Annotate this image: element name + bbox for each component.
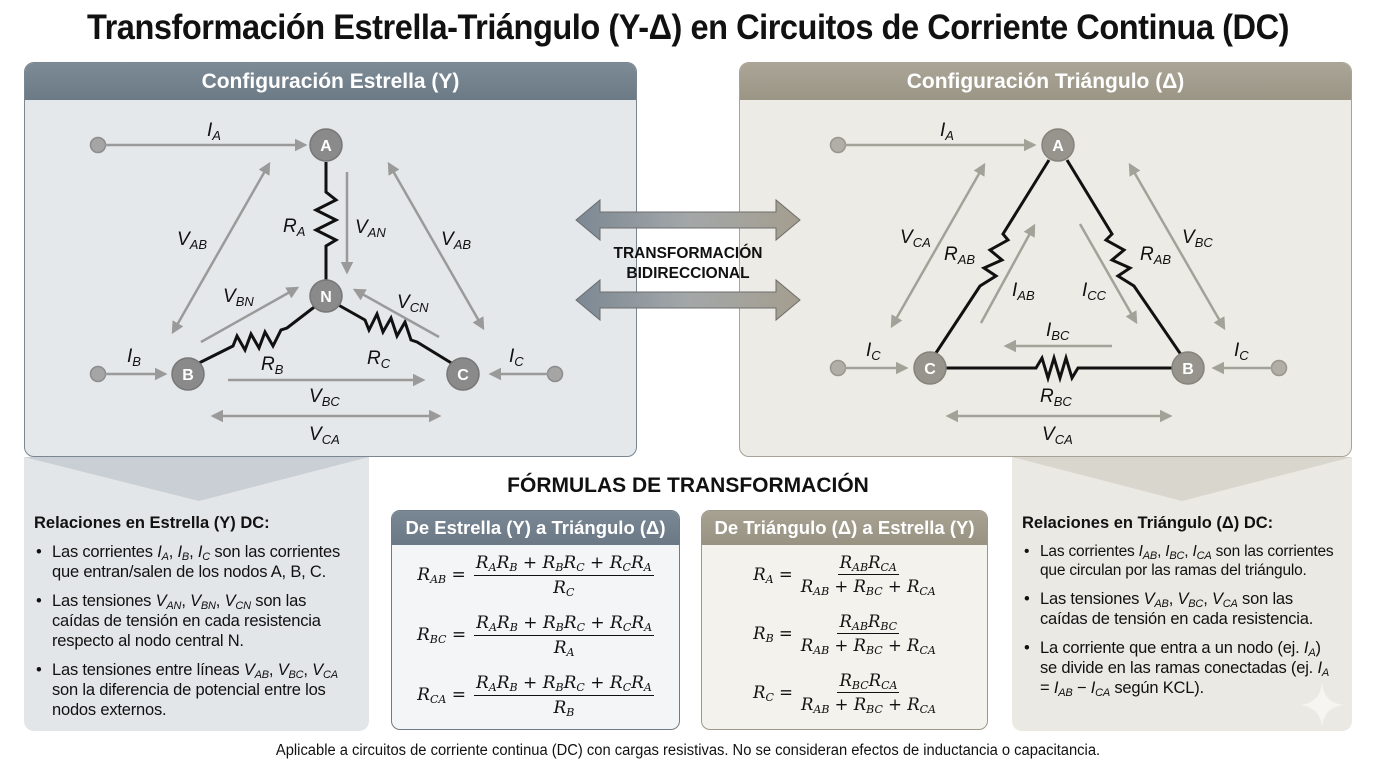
svg-text:A: A	[320, 138, 332, 155]
delta-circuit-diagram: IA RAB RAB RBC VCA VBC IAB ICC IBC IC IC	[829, 120, 1288, 447]
label-iab: IAB	[1012, 280, 1035, 303]
resistor-ra-icon	[312, 162, 340, 280]
svg-text:N: N	[320, 289, 332, 306]
label-ic-right: IC	[1234, 340, 1249, 363]
formulas-title: FÓRMULAS DE TRANSFORMACIÓN	[507, 474, 869, 497]
label-vca-left: VCA	[900, 227, 931, 250]
delta-configuration-panel: Configuración Triángulo (Δ) IA RAB RAB R…	[739, 62, 1352, 457]
label-ia: IA	[207, 120, 221, 143]
list-item: Las tensiones entre líneas VAB, VBC, VCA…	[34, 660, 357, 720]
star-to-delta-formulas: De Estrella (Y) a Triángulo (Δ) RAB = RA…	[391, 510, 680, 730]
terminal-b-icon	[89, 365, 107, 383]
footer-note: Aplicable a circuitos de corriente conti…	[275, 742, 1101, 759]
node-c-icon: C	[446, 357, 480, 391]
label-ic: IC	[509, 346, 524, 369]
label-ib: IB	[127, 346, 141, 369]
delta-panel-header: Configuración Triángulo (Δ)	[740, 63, 1351, 100]
label-vca: VCA	[309, 424, 340, 447]
star-notes-heading: Relaciones en Estrella (Y) DC:	[34, 514, 270, 532]
terminal-a-icon	[829, 136, 847, 154]
label-ra: RA	[283, 216, 305, 239]
delta-to-star-header: De Triángulo (Δ) a Estrella (Y)	[702, 511, 987, 545]
label-rc: RC	[367, 348, 391, 371]
list-item: La corriente que entra a un nodo (ej. IA…	[1022, 638, 1340, 699]
list-item: Las corrientes IA, IB, IC son las corrie…	[34, 542, 357, 582]
star-circuit-diagram: IA RA VAN VAB VAB RB RC VBN VCN IB IC	[89, 120, 564, 447]
label-vbn: VBN	[223, 286, 254, 309]
label-vab-right: VAB	[441, 229, 471, 252]
list-item: Las tensiones VAB, VBC, VCA son las caíd…	[1022, 589, 1340, 629]
star-panel-header: Configuración Estrella (Y)	[25, 63, 636, 100]
label-vcn: VCN	[397, 292, 429, 315]
node-a-icon: A	[309, 128, 343, 162]
delta-relations-notes: Relaciones en Triángulo (Δ) DC: Las corr…	[1012, 457, 1352, 731]
terminal-c-icon	[546, 365, 564, 383]
terminal-b-icon	[1270, 359, 1288, 377]
node-b-icon: B	[1171, 351, 1205, 385]
node-b-icon: B	[171, 357, 205, 391]
resistor-rbc-icon	[946, 352, 1172, 384]
label-vca-bottom: VCA	[1042, 424, 1073, 447]
delta-to-star-formulas: De Triángulo (Δ) a Estrella (Y) RA = RAB…	[701, 510, 988, 730]
terminal-a-icon	[89, 136, 107, 154]
label-ic-left: IC	[866, 340, 881, 363]
svg-text:C: C	[457, 367, 469, 384]
node-n-icon: N	[309, 279, 343, 313]
resistor-rab-right-icon	[1065, 159, 1188, 363]
node-a-icon: A	[1041, 128, 1075, 162]
star-relations-notes: Relaciones en Estrella (Y) DC: Las corri…	[24, 457, 369, 731]
page-title: Transformación Estrella-Triángulo (Y-Δ) …	[86, 8, 1289, 47]
terminal-c-icon	[829, 359, 847, 377]
transformation-label: TRANSFORMACIÓN BIDIRECCIONAL	[613, 245, 763, 282]
svg-text:A: A	[1052, 138, 1064, 155]
label-vbc: VBC	[309, 386, 340, 409]
list-item: Las corrientes IAB, IBC, ICA son las cor…	[1022, 542, 1340, 580]
label-rab-right: RAB	[1140, 244, 1171, 267]
list-item: Las tensiones VAN, VBN, VCN son las caíd…	[34, 591, 357, 651]
svg-text:B: B	[182, 367, 194, 384]
label-ibc: IBC	[1046, 320, 1070, 343]
label-rb: RB	[261, 354, 284, 377]
sparkle-icon	[1300, 683, 1344, 727]
resistor-rc-icon	[325, 296, 454, 366]
node-c-icon: C	[913, 351, 947, 385]
label-icc: ICC	[1082, 280, 1107, 303]
svg-text:B: B	[1182, 361, 1194, 378]
star-to-delta-header: De Estrella (Y) a Triángulo (Δ)	[392, 511, 679, 545]
label-rbc: RBC	[1040, 386, 1072, 409]
resistor-rab-left-icon	[928, 159, 1051, 363]
delta-notes-heading: Relaciones en Triángulo (Δ) DC:	[1022, 514, 1274, 532]
svg-text:C: C	[924, 361, 936, 378]
label-vbc: VBC	[1182, 227, 1213, 250]
label-rab-left: RAB	[944, 244, 975, 267]
star-configuration-panel: Configuración Estrella (Y) IA RA VAN VAB…	[24, 62, 637, 457]
label-ia: IA	[940, 120, 954, 143]
label-van: VAN	[355, 217, 386, 240]
label-vab-left: VAB	[177, 229, 207, 252]
bidirectional-arrows-icon	[575, 198, 801, 322]
resistor-rb-icon	[192, 296, 327, 368]
